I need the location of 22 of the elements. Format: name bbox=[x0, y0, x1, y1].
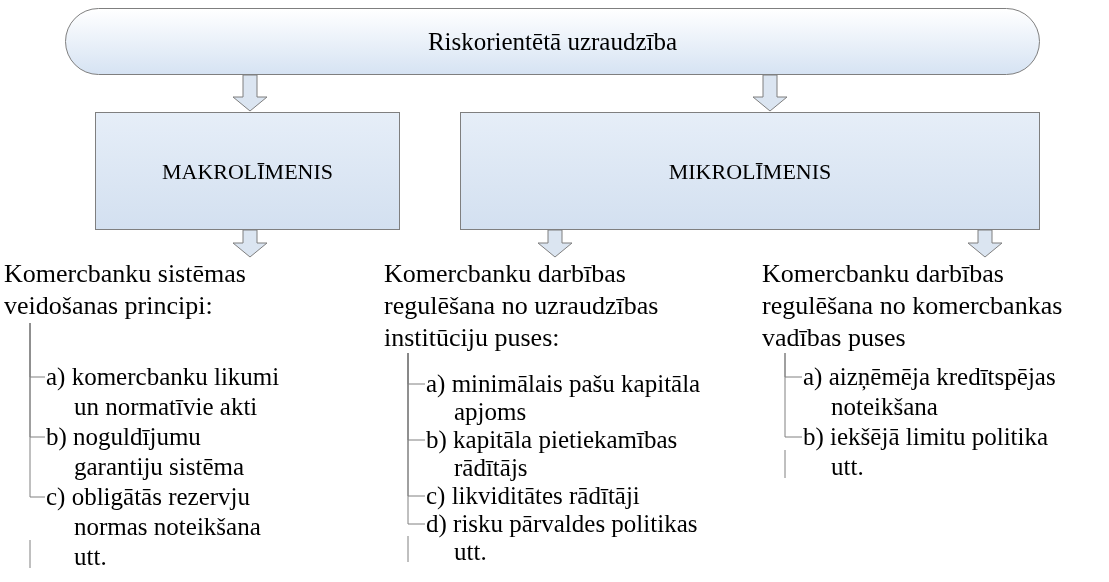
tree-line bbox=[407, 352, 426, 525]
node-text: MAKROLĪMENIS bbox=[161, 157, 334, 186]
node-text: c) likviditātes rādītāji bbox=[426, 482, 640, 509]
node-text: MIKROLĪMENIS bbox=[668, 157, 832, 186]
tree-line bbox=[784, 352, 803, 438]
block-arrow bbox=[232, 74, 268, 112]
node-text: Komercbanku sistēmas veidošanas principi: bbox=[4, 259, 246, 320]
etc-note: utt. bbox=[454, 538, 487, 566]
level-box bbox=[95, 112, 400, 230]
block-arrow bbox=[537, 229, 573, 258]
node-text: d) risku pārvaldes politikas bbox=[426, 510, 698, 537]
block-arrow bbox=[752, 74, 788, 112]
node-text: Riskorientētā uzraudzība bbox=[427, 26, 678, 57]
node-text: Komercbanku darbības regulēšana no uzraudzības institūciju puses: bbox=[384, 259, 659, 352]
etc-note: utt. bbox=[74, 542, 107, 572]
block-arrow bbox=[232, 229, 268, 258]
node-text: Komercbanku darbības regulēšana no komercbankas vadības puses bbox=[762, 259, 1063, 352]
tree-line bbox=[29, 322, 46, 498]
level-box bbox=[460, 112, 1040, 230]
etc-note: utt. bbox=[831, 452, 864, 482]
node-text: b) iekšējā limitu politika bbox=[803, 423, 1049, 450]
block-arrow bbox=[967, 229, 1003, 258]
